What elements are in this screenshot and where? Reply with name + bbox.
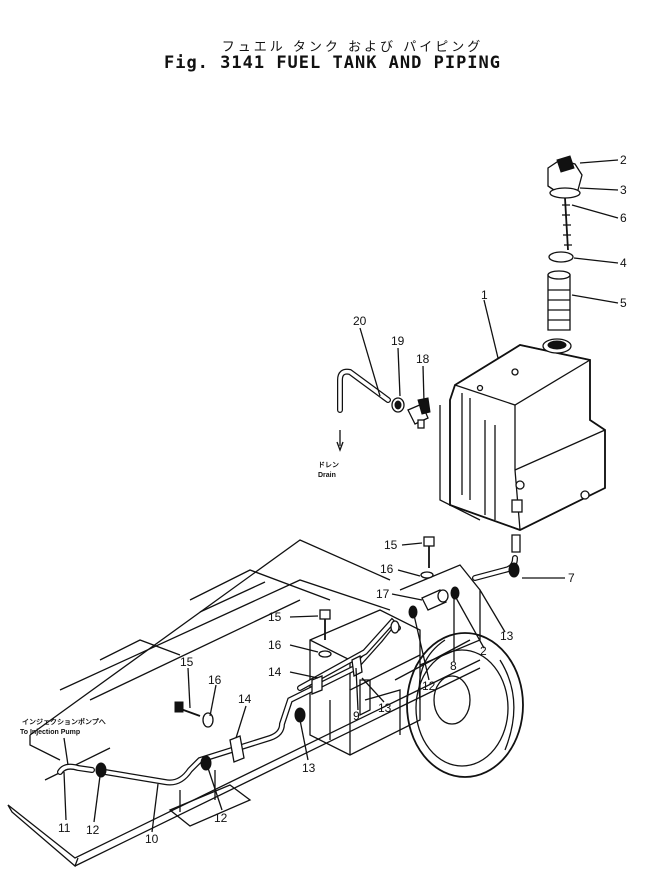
callout-17: 17: [376, 587, 390, 601]
washer: [420, 571, 434, 579]
callout-12b: 12: [86, 823, 100, 837]
flywheel: [406, 632, 524, 778]
callout-15: 15: [384, 538, 398, 552]
diagram-title: Fig. 3141 FUEL TANK AND PIPING: [163, 53, 502, 73]
callout-12c: 12: [214, 811, 228, 825]
callout-14b: 14: [238, 692, 252, 706]
strainer-ring: [548, 251, 574, 263]
fuel-pipe: [102, 617, 401, 786]
drain-cock: [407, 397, 431, 429]
filler-cap: [547, 155, 583, 195]
hose-clamp: [391, 397, 405, 413]
callout-4: 4: [620, 256, 627, 270]
vehicle-frame: [7, 539, 481, 868]
callout-18: 18: [416, 352, 430, 366]
pump-label-japanese: インジェクションポンプへ: [22, 717, 106, 726]
drain-label: Drain: [318, 472, 336, 479]
callout-2: 2: [620, 153, 627, 167]
callout-11: 11: [58, 821, 71, 835]
callout-2b: 2: [480, 644, 487, 658]
injection-hose: [57, 763, 95, 775]
pipe-fitting: [95, 620, 400, 778]
callout-3: 3: [620, 183, 627, 197]
banjo-bolt: [423, 536, 435, 568]
drain-label-japanese: ドレン: [318, 461, 339, 469]
diagram-title-japanese: フュエル タンク および パイピング: [221, 40, 484, 55]
callout-12: 12: [422, 679, 436, 693]
leader-lines: [63, 159, 619, 833]
cap-chain: [562, 197, 572, 251]
drain-hose: [336, 368, 391, 452]
callout-15c: 15: [180, 655, 194, 669]
callout-14: 14: [268, 665, 282, 679]
fuel-strainer: [547, 270, 571, 331]
callout-9: 9: [353, 709, 360, 723]
gasket: [408, 586, 460, 619]
callout-16b: 16: [268, 638, 282, 652]
mounting-washer: [318, 650, 332, 658]
callout-labels: 1 2 3 6 4 5 20 19 18 15 16 7 17 8 2 13 1…: [58, 153, 627, 846]
callout-6: 6: [620, 211, 627, 225]
callout-10: 10: [145, 832, 159, 846]
clamp-washer: [202, 712, 214, 728]
clamp-bolt: [174, 701, 201, 717]
outlet-elbow: [472, 555, 520, 581]
fuel-tank: [439, 338, 606, 553]
pipe-clamp: [229, 655, 363, 763]
pump-label: To Injection Pump: [20, 729, 80, 736]
callout-1: 1: [481, 288, 488, 302]
callout-16c: 16: [208, 673, 222, 687]
mounting-bolt: [319, 609, 331, 640]
callout-15b: 15: [268, 610, 282, 624]
callout-19: 19: [391, 334, 405, 348]
callout-5: 5: [620, 296, 627, 310]
callout-20: 20: [353, 314, 367, 328]
callout-13: 13: [500, 629, 514, 643]
pipe-joint: [421, 589, 449, 611]
callout-16: 16: [380, 562, 394, 576]
cap-gasket: [549, 187, 581, 199]
callout-13b: 13: [378, 701, 392, 715]
callout-13c: 13: [302, 761, 316, 775]
callout-7: 7: [568, 571, 575, 585]
callout-8: 8: [450, 659, 457, 673]
